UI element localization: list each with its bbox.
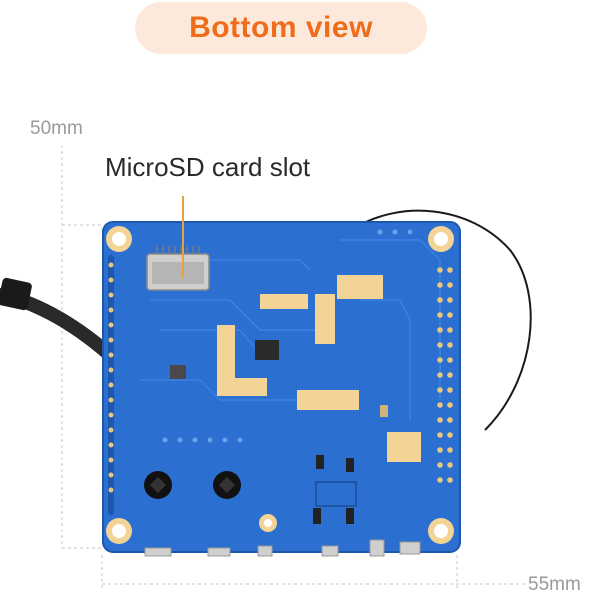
antenna-pads	[217, 275, 421, 462]
buttons	[144, 471, 241, 499]
pcb-board	[102, 221, 461, 553]
width-dimension-label: 55mm	[528, 574, 581, 595]
smd-components	[170, 340, 388, 524]
microsd-callout-label: MicroSD card slot	[105, 152, 311, 182]
pin-header-left	[108, 255, 114, 515]
dimension-lines	[61, 145, 525, 588]
bottom-connectors	[144, 539, 421, 557]
microsd-slot	[146, 246, 210, 291]
page-title: Bottom view	[189, 11, 373, 44]
antenna-wire	[354, 209, 532, 431]
pin-header-right	[437, 267, 453, 483]
mounting-holes	[106, 226, 454, 544]
height-dimension-label: 50mm	[30, 118, 83, 139]
title-pill: Bottom view	[135, 2, 427, 54]
